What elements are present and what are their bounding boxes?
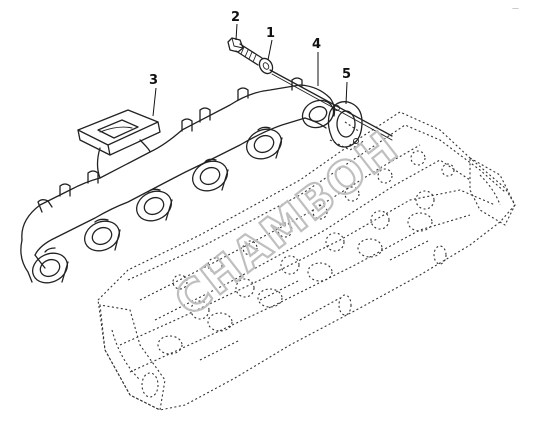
mounting-stud: [269, 69, 393, 141]
head-bolt-bosses: [172, 150, 455, 320]
callout-5-label: 5: [342, 67, 351, 82]
callout-1-label: 1: [266, 26, 275, 41]
callout-2: 2: [231, 10, 240, 41]
exhaust-manifold: [20, 77, 336, 284]
bolt-washer: [258, 57, 274, 75]
callout-4-label: 4: [312, 37, 321, 52]
head-ports: [141, 212, 447, 398]
callout-4: 4: [312, 37, 321, 86]
callout-3-label: 3: [149, 73, 158, 88]
cylinder-head: [97, 111, 516, 411]
turbo-flange: [77, 109, 161, 179]
callout-5: 5: [342, 67, 351, 105]
callout-2-label: 2: [231, 10, 240, 25]
manifold-stud-bosses: [37, 77, 303, 213]
callout-3: 3: [149, 73, 158, 117]
manifold-bolt: [227, 37, 263, 66]
corner-mark: —: [512, 4, 519, 12]
callout-1: 1: [266, 26, 275, 61]
